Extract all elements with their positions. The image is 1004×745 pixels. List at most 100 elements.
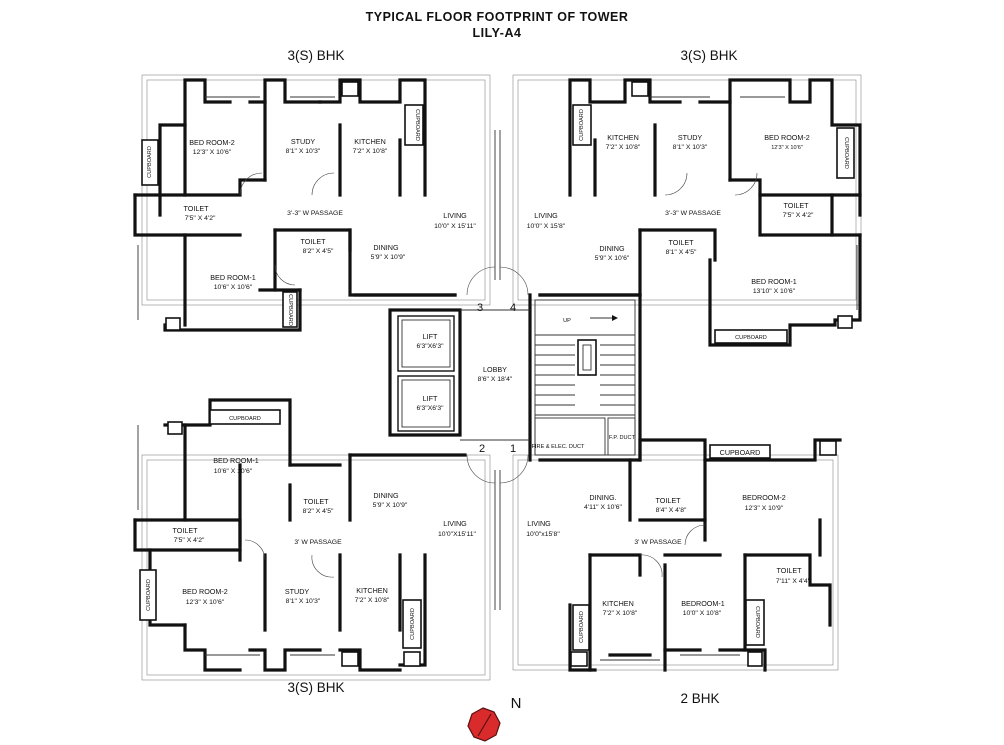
lift-2-label: LIFT [423,394,438,403]
ne-toilet-2-label: TOILET [668,238,694,247]
se-dining-label: DINING. [589,493,616,502]
unit-type-sw: 3(S) BHK [287,680,344,695]
ne-toilet-2-dim: 8'1" X 4'5" [666,249,697,256]
lobby-dim: 8'6" X 18'4" [478,376,513,383]
sw-bedroom-2-cupboard-label: CUPBOARD [146,579,152,611]
se-toilet-2-dim: 7'11" X 4'4" [776,578,811,585]
sw-study-label: STUDY [285,587,310,596]
lift-1-dim: 6'3"X6'3" [416,343,444,350]
nw-toilet-2-dim: 8'2" X 4'5" [303,248,334,255]
nw-living-dim: 10'0" X 15'11" [434,223,476,230]
nw-kitchen-cupboard-label: CUPBOARD [414,109,420,141]
se-bedroom-2-dim: 12'3" X 10'9" [745,505,784,512]
nw-study-dim: 8'1" X 10'3" [286,148,321,155]
nw-kitchen-dim: 7'2" X 10'8" [353,148,388,155]
shafts [165,81,853,667]
ne-living-dim: 10'0" X 15'8" [527,223,566,230]
sw-kitchen-dim: 7'2" X 10'8" [355,597,390,604]
nw-bedroom-2-dim: 12'3" X 10'6" [193,149,232,156]
se-kitchen-dim: 7'2" X 10'8" [603,610,638,617]
sw-toilet-1-label: TOILET [172,526,198,535]
flat-number-3: 3 [477,302,483,314]
sw-dining-dim: 5'9" X 10'9" [373,502,408,509]
se-dining-dim: 4'11" X 10'6" [584,504,622,511]
ne-bedroom-2-dim: 12'3" X 10'6" [771,145,803,151]
sw-bedroom-2-dim: 12'3" X 10'6" [186,599,225,606]
se-passage-label: 3' W PASSAGE [634,539,682,546]
core-doors [239,172,758,578]
lift-1-car [401,319,451,368]
se-bedroom-2-cupboard-label: CUPBOARD [720,448,761,457]
lift-2-car [401,379,451,428]
se-bedroom-1-dim: 10'0" X 10'8" [683,610,722,617]
flat-number-4: 4 [510,302,516,314]
ne-study-label: STUDY [678,133,703,142]
nw-toilet-1-label: TOILET [183,204,209,213]
nw-bedroom-1-cupboard-label: CUPBOARD [287,294,293,326]
ne-bedroom-2-cupboard-label: CUPBOARD [843,137,849,169]
ne-bedroom-2-label: BED ROOM-2 [764,133,810,142]
sw-toilet-2-dim: 8'2" X 4'5" [303,508,334,515]
nw-bedroom-2-label: BED ROOM-2 [189,138,235,147]
nw-living-label: LIVING [443,211,467,220]
se-living-label: LIVING [527,519,551,528]
ne-passage-label: 3'-3" W PASSAGE [665,210,721,217]
lift-2 [397,375,455,432]
ne-dining-label: DINING [599,244,625,253]
ne-bedroom-1-label: BED ROOM-1 [751,277,797,286]
unit-type-se: 2 BHK [680,691,719,706]
se-toilet-1-label: TOILET [655,496,681,505]
se-bedroom-1-label: BEDROOM-1 [681,599,725,608]
sw-toilet-2-label: TOILET [303,497,329,506]
unit-type-nw: 3(S) BHK [287,48,344,63]
nw-toilet-1-dim: 7'5" X 4'2" [185,215,216,222]
unit-type-ne: 3(S) BHK [680,48,737,63]
ne-bedroom-1-cupboard-label: CUPBOARD [735,335,767,341]
se-kitchen-label: KITCHEN [602,599,634,608]
walls-ne [538,78,862,347]
ne-kitchen-cupboard-label: CUPBOARD [579,109,585,141]
sw-living-label: LIVING [443,519,467,528]
ne-kitchen-label: KITCHEN [607,133,639,142]
sw-passage-label: 3' W PASSAGE [294,539,342,546]
fp-duct-box [607,417,636,456]
staircase [534,299,636,456]
flat-number-2: 2 [479,443,485,455]
ne-bedroom-1-dim: 13'10" X 10'6" [753,288,796,295]
nw-dining-dim: 5'9" X 10'9" [371,254,406,261]
sw-bedroom-1-label: BED ROOM-1 [213,456,259,465]
ne-living-label: LIVING [534,211,558,220]
se-toilet-2-label: TOILET [776,566,802,575]
se-bedroom-2-label: BEDROOM-2 [742,493,786,502]
north-marker-icon [467,707,501,742]
nw-dining-label: DINING [373,243,399,252]
se-bedroom-1-cupboard-label: CUPBOARD [754,606,760,638]
tower-name: LILY-A4 [473,26,522,40]
walls-nw [133,78,457,332]
sw-toilet-1-dim: 7'5" X 4'2" [174,537,205,544]
nw-bedroom-2-cupboard-label: CUPBOARD [147,146,153,178]
ne-study-dim: 8'1" X 10'3" [673,144,708,151]
nw-toilet-2-label: TOILET [300,237,326,246]
ne-dining-dim: 5'9" X 10'6" [595,255,630,262]
sw-living-dim: 10'0"X15'11" [438,531,476,538]
fire-duct-box [534,417,606,456]
ne-kitchen-dim: 7'2" X 10'8" [606,144,641,151]
nw-bedroom-1-dim: 10'6" X 10'6" [214,284,253,291]
cupboards [139,104,855,651]
north-label: N [511,695,522,712]
sw-bedroom-1-dim: 10'6" X 10'6" [214,468,253,475]
fp-duct-label: F.P. DUCT [609,435,636,441]
sw-bedroom-1-cupboard-label: CUPBOARD [229,416,261,422]
lobby-label: LOBBY [483,365,507,374]
balcony-outlines [141,74,862,681]
north-arrow-icon [477,713,492,737]
fire-duct-label: FIRE & ELEC. DUCT [532,444,585,450]
sw-bedroom-2-label: BED ROOM-2 [182,587,228,596]
se-kitchen-cupboard-label: CUPBOARD [579,611,585,643]
sw-kitchen-cupboard-label: CUPBOARD [410,608,416,640]
nw-kitchen-label: KITCHEN [354,137,386,146]
windows [137,96,858,661]
lift-2-dim: 6'3"X6'3" [416,405,444,412]
